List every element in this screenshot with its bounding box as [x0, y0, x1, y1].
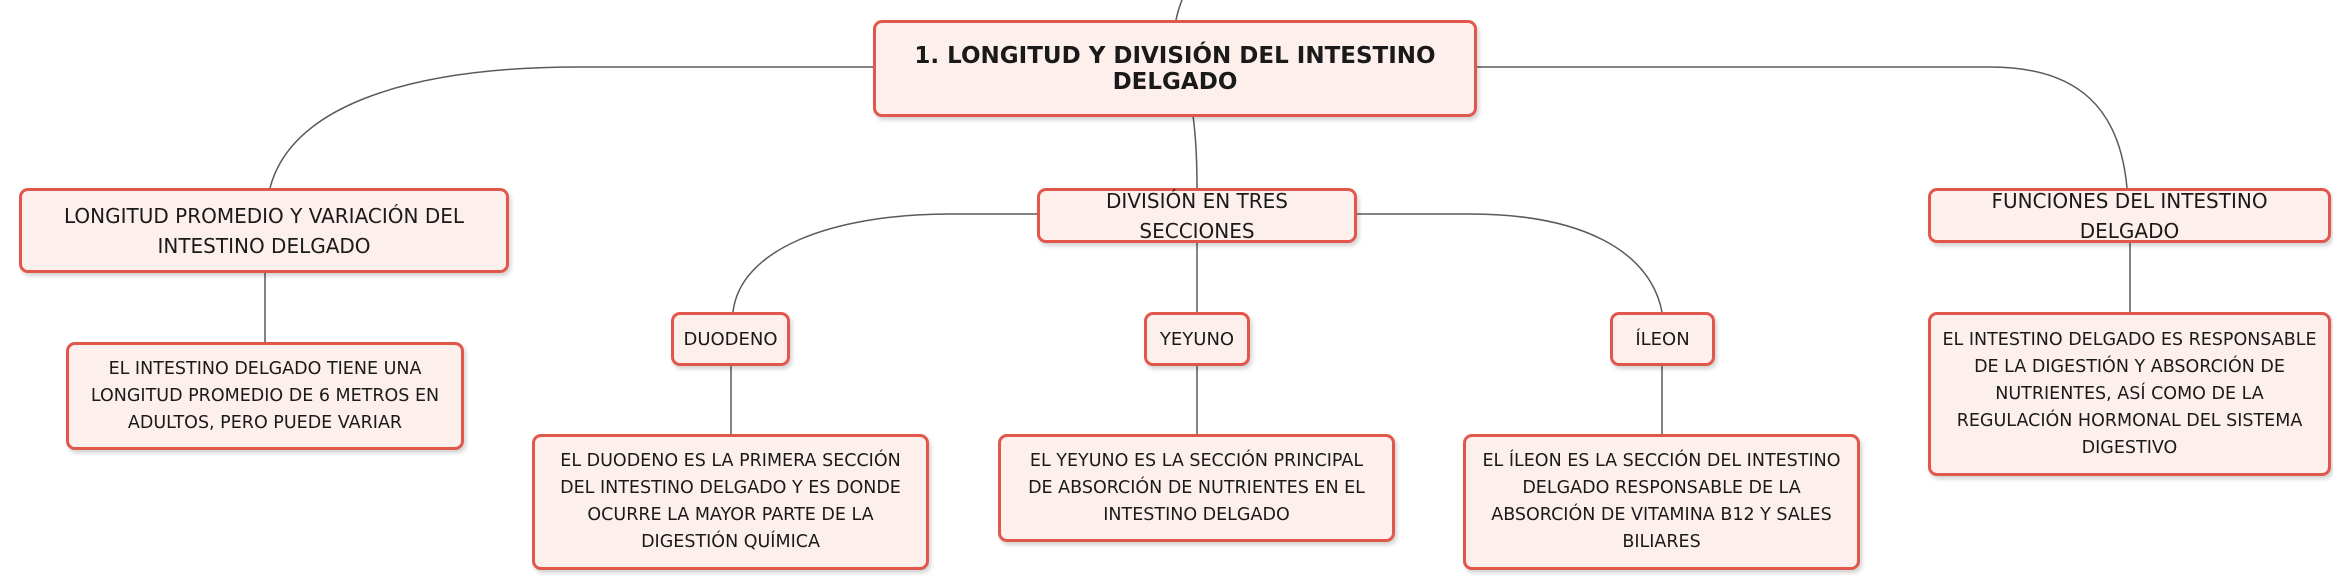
topic-funciones[interactable]: FUNCIONES DEL INTESTINO DELGADO	[1928, 188, 2331, 243]
topic-funciones-label: FUNCIONES DEL INTESTINO DELGADO	[1991, 188, 2268, 243]
topic-longitud[interactable]: LONGITUD PROMEDIO Y VARIACIÓN DEL INTEST…	[19, 188, 509, 273]
subtopic-yeyuno-label: YEYUNO	[1159, 328, 1235, 350]
subtopic-duodeno[interactable]: DUODENO	[671, 312, 790, 366]
subtopic-duodeno-label: DUODENO	[683, 328, 778, 350]
detail-duodeno-text: EL DUODENO ES LA PRIMERA SECCIÓN DEL INT…	[560, 451, 901, 552]
topic-division-label: DIVISIÓN EN TRES SECCIONES	[1106, 188, 1288, 243]
connector-root-division	[1192, 115, 1198, 189]
topic-division[interactable]: DIVISIÓN EN TRES SECCIONES	[1037, 188, 1357, 243]
detail-duodeno[interactable]: EL DUODENO ES LA PRIMERA SECCIÓN DEL INT…	[532, 434, 929, 570]
connector-root-longitud	[269, 66, 873, 189]
detail-funciones-text: EL INTESTINO DELGADO ES RESPONSABLE DE L…	[1942, 329, 2317, 458]
topic-longitud-label: LONGITUD PROMEDIO Y VARIACIÓN DEL INTEST…	[63, 203, 465, 258]
detail-longitud[interactable]: EL INTESTINO DELGADO TIENE UNA LONGITUD …	[66, 342, 464, 450]
connector-division-duodeno	[732, 213, 1037, 313]
root-topic[interactable]: 1. LONGITUD Y DIVISIÓN DEL INTESTINO DEL…	[873, 20, 1477, 117]
detail-ileon-text: EL ÍLEON ES LA SECCIÓN DEL INTESTINO DEL…	[1482, 451, 1841, 552]
detail-yeyuno-text: EL YEYUNO ES LA SECCIÓN PRINCIPAL DE ABS…	[1028, 450, 1365, 525]
connector-root-funciones	[1475, 66, 2128, 189]
root-topic-label: 1. LONGITUD Y DIVISIÓN DEL INTESTINO DEL…	[914, 42, 1436, 95]
connector-top-offscreen	[1175, 0, 1183, 21]
connector-division-ileon	[1355, 213, 1663, 313]
subtopic-yeyuno[interactable]: YEYUNO	[1144, 312, 1250, 366]
detail-longitud-text: EL INTESTINO DELGADO TIENE UNA LONGITUD …	[90, 358, 440, 433]
detail-ileon[interactable]: EL ÍLEON ES LA SECCIÓN DEL INTESTINO DEL…	[1463, 434, 1860, 570]
detail-funciones[interactable]: EL INTESTINO DELGADO ES RESPONSABLE DE L…	[1928, 312, 2331, 476]
subtopic-ileon[interactable]: ÍLEON	[1610, 312, 1715, 366]
detail-yeyuno[interactable]: EL YEYUNO ES LA SECCIÓN PRINCIPAL DE ABS…	[998, 434, 1395, 542]
subtopic-ileon-label: ÍLEON	[1635, 328, 1690, 350]
